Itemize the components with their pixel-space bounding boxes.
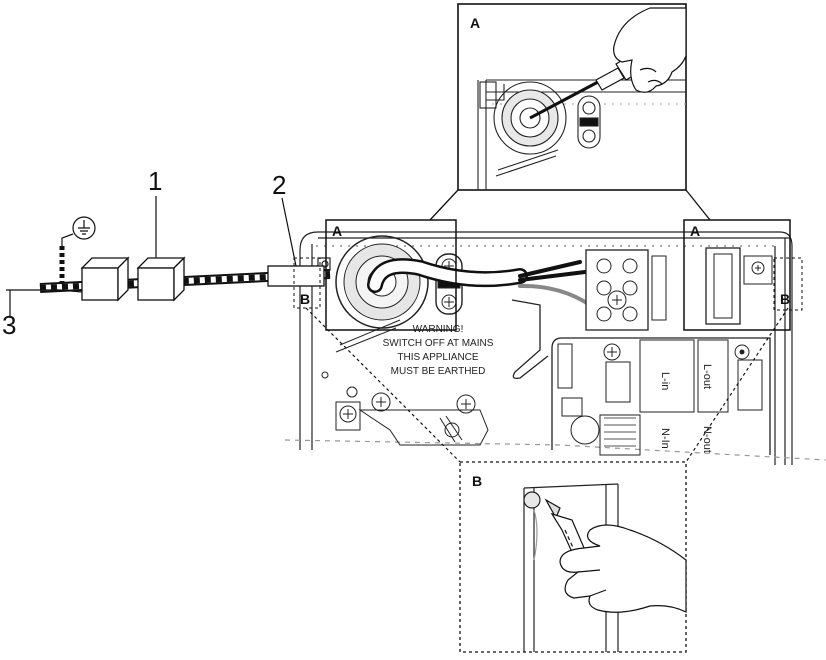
detail-frame-b-left: B <box>293 257 321 309</box>
callout-2: 2 <box>272 170 286 200</box>
inset-b-connectors <box>305 307 789 463</box>
callout-3: 3 <box>2 310 16 340</box>
inset-a-connectors <box>429 189 711 221</box>
inset-a: A <box>457 3 687 191</box>
terminal-label-n-in: N-In <box>659 428 671 449</box>
right-cable-entry <box>705 247 773 325</box>
internal-cable <box>367 258 592 307</box>
control-board <box>551 337 771 456</box>
warning-line-2: SWITCH OFF AT MAINS <box>383 338 494 349</box>
frame-a-left-tag: A <box>332 223 342 239</box>
warning-label: WARNING! SWITCH OFF AT MAINS THIS APPLIA… <box>383 324 494 377</box>
junction-box-earth <box>80 256 130 302</box>
detail-frame-b-right: B <box>773 257 803 311</box>
frame-b-left-tag: B <box>300 291 310 307</box>
callout-leaders <box>9 196 297 318</box>
warning-line-3: THIS APPLIANCE <box>397 352 478 363</box>
terminal-label-l-in: L-in <box>659 372 671 390</box>
earth-symbol-icon <box>61 216 96 246</box>
detail-frame-a-right: A <box>683 219 791 331</box>
terminal-label-l-out: L-out <box>701 364 713 389</box>
frame-a-right-tag: A <box>690 223 700 239</box>
detail-frame-a-left: A <box>325 219 457 331</box>
hand-a <box>613 7 687 93</box>
warning-line-4: MUST BE EARTHED <box>391 366 486 377</box>
inset-b: B <box>459 461 687 653</box>
terminal-block <box>585 249 667 331</box>
hand-b <box>559 524 687 613</box>
callout-1: 1 <box>148 166 162 196</box>
terminal-label-n-out: N-out <box>701 426 713 453</box>
frame-b-right-tag: B <box>780 291 790 307</box>
junction-box-main <box>136 256 186 302</box>
inset-a-tag: A <box>470 15 480 31</box>
inset-b-tag: B <box>472 473 482 489</box>
